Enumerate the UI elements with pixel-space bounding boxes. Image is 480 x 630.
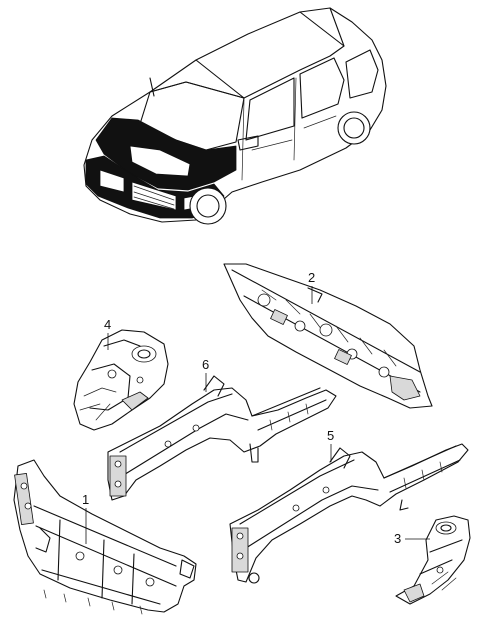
callout-label-1: 1: [82, 492, 89, 507]
part-5-side-member: [229, 443, 469, 584]
vehicle-illustration: [83, 7, 387, 225]
part-3-wheel-house-lower: [395, 515, 471, 605]
part-1-radiator-support: [13, 459, 197, 615]
part-2-dash-panel: [223, 263, 433, 409]
callout-5: 5: [327, 428, 334, 462]
callout-label-5: 5: [327, 428, 334, 443]
callout-6: 6: [202, 357, 209, 392]
callout-label-3: 3: [394, 531, 401, 546]
part-6-side-member: [107, 375, 337, 501]
callout-label-4: 4: [104, 317, 111, 332]
callout-2: 2: [308, 270, 315, 304]
callout-1: 1: [82, 492, 89, 544]
callout-label-2: 2: [308, 270, 315, 285]
callout-3: 3: [394, 531, 430, 546]
callout-4: 4: [104, 317, 111, 350]
part-4-wheel-house: [73, 329, 169, 431]
callout-label-6: 6: [202, 357, 209, 372]
